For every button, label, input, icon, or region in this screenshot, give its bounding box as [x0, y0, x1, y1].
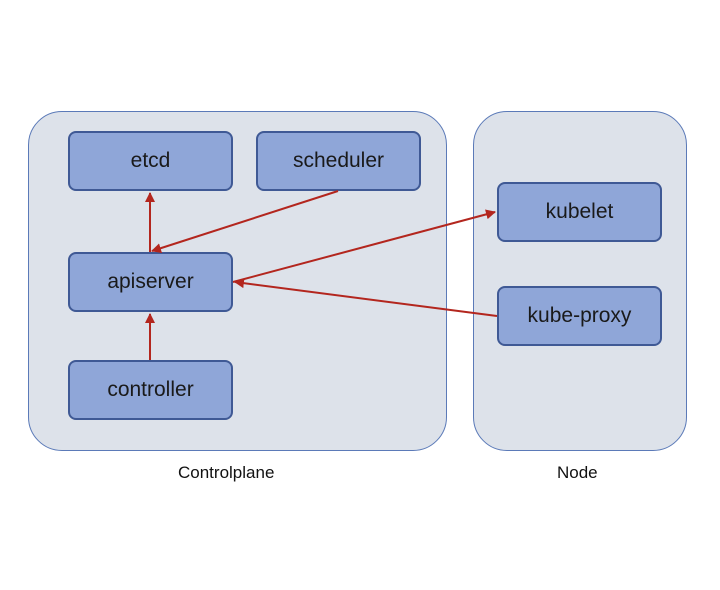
- kube-proxy-label: kube-proxy: [527, 304, 632, 327]
- node-panel: [473, 111, 687, 451]
- controlplane-caption: Controlplane: [178, 463, 275, 482]
- controller-box: controller: [68, 360, 233, 420]
- etcd-label: etcd: [130, 149, 171, 172]
- node-caption: Node: [557, 463, 598, 482]
- kubelet-box: kubelet: [497, 182, 662, 242]
- kube-proxy-box: kube-proxy: [497, 286, 662, 346]
- scheduler-label: scheduler: [292, 149, 385, 172]
- etcd-box: etcd: [68, 131, 233, 191]
- apiserver-box: apiserver: [68, 252, 233, 312]
- scheduler-box: scheduler: [256, 131, 421, 191]
- controller-label: controller: [107, 378, 194, 401]
- apiserver-label: apiserver: [107, 270, 194, 293]
- kubelet-label: kubelet: [545, 200, 614, 223]
